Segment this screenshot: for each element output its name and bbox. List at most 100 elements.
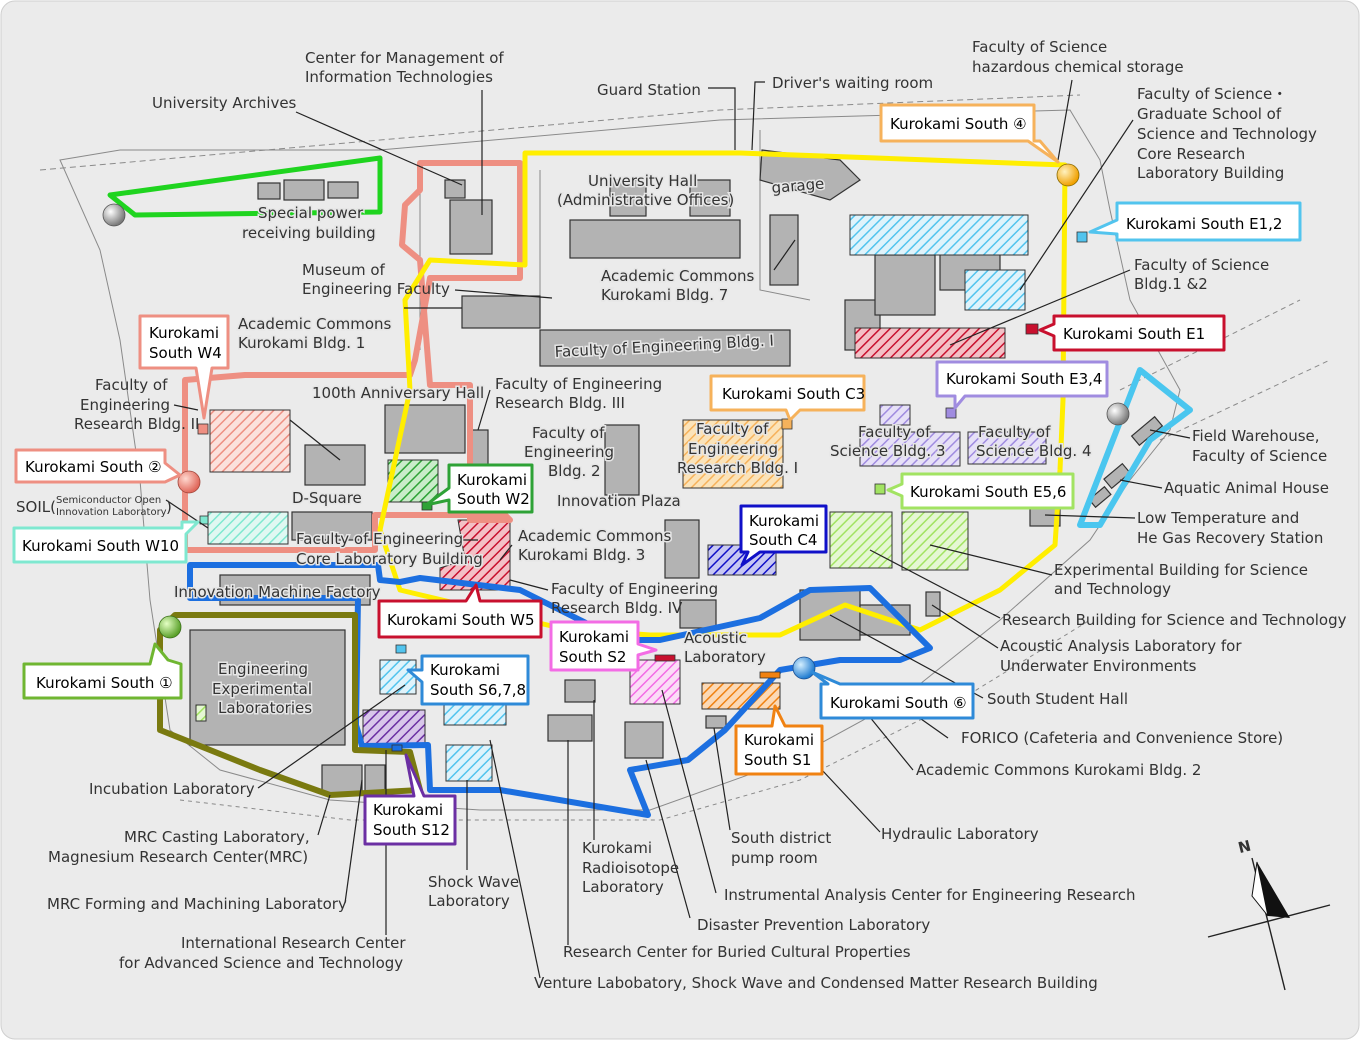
callout-south-c3: Kurokami South C3 [722, 385, 865, 403]
building [689, 179, 731, 217]
building [609, 179, 647, 217]
map-pin-icon [102, 203, 126, 227]
label-acoustic-analysis: Acoustic Analysis Laboratory for [1000, 637, 1242, 655]
label-core-research: Faculty of Science・ [1137, 85, 1287, 103]
label-innovation-plaza: Innovation Plaza [557, 492, 681, 510]
label-acoustic-analysis: Underwater Environments [1000, 657, 1197, 675]
label-eng-research1: Engineering [688, 440, 778, 458]
building [461, 295, 541, 329]
building [364, 764, 386, 794]
label-mrc-casting: MRC Casting Laboratory, [124, 828, 310, 846]
callout-south-s12: Kurokami [373, 801, 443, 819]
salmon-zone [182, 160, 523, 553]
building [705, 715, 727, 729]
label-eng-experimental: Experimental [212, 680, 312, 698]
north-arrow-icon: N [1207, 837, 1331, 991]
label-science-bldg4: Science Bldg. 4 [976, 442, 1092, 460]
building [257, 182, 281, 200]
label-eng-research2: Research Bldg. II [74, 415, 199, 433]
building [1088, 485, 1112, 509]
hatched-building [829, 511, 893, 569]
label-archives: University Archives [152, 94, 297, 112]
label-venture-lab: Venture Labobatory, Shock Wave and Conde… [534, 974, 1098, 992]
hatched-building [362, 709, 426, 745]
callout-south-w4: Kurokami [149, 324, 219, 342]
hatched-building [387, 459, 439, 503]
leader-lines [165, 79, 1191, 979]
label-eng-research2: Engineering [80, 396, 170, 414]
label-eng-bldg2: Bldg. 2 [548, 462, 601, 480]
label-incubation: Incubation Laboratory [89, 780, 255, 798]
label-core-research: Science and Technology [1137, 125, 1317, 143]
label-hazard-storage: hazardous chemical storage [972, 58, 1184, 76]
label-cmit: Center for Management of [305, 49, 504, 67]
building [604, 424, 640, 496]
callout-south-c4: South C4 [749, 531, 817, 549]
label-soil: ) [166, 498, 172, 516]
label-radioisotope: Laboratory [582, 878, 664, 896]
zone-outlines [107, 150, 1193, 818]
label-eng-research1: Research Bldg. I [677, 459, 798, 477]
label-d-square: D-Square [292, 489, 362, 507]
building [291, 511, 373, 541]
label-science-bldg12: Bldg.1 &2 [1134, 275, 1208, 293]
label-radioisotope: Kurokami [582, 839, 652, 857]
blue-zone [187, 562, 933, 818]
callout-south-e1: Kurokami South E1 [1063, 325, 1205, 343]
callout-south-1: Kurokami South ① [36, 674, 173, 692]
label-aquatic-house: Aquatic Animal House [1164, 479, 1329, 497]
building [664, 519, 700, 579]
label-guard-station: Guard Station [597, 81, 701, 99]
label-acoustic-lab: Laboratory [684, 648, 766, 666]
label-science-bldg4: Faculty of [978, 423, 1051, 441]
label-special-power: Special power [258, 204, 364, 222]
place-labels: Center for Management of Information Tec… [16, 38, 1347, 992]
label-drivers-room: Driver's waiting room [772, 74, 933, 92]
callout-south-2: Kurokami South ② [25, 458, 162, 476]
building [539, 329, 791, 367]
label-eng-experimental: Laboratories [218, 699, 312, 717]
map-pin-icon [177, 470, 201, 494]
label-ircast: for Advanced Science and Technology [119, 954, 403, 972]
label-anniversary-hall: 100th Anniversary Hall [312, 384, 484, 402]
building [564, 679, 596, 703]
label-south-student-hall: South Student Hall [987, 690, 1128, 708]
label-hazard-storage: Faculty of Science [972, 38, 1107, 56]
label-rcbcp: Research Center for Buried Cultural Prop… [563, 943, 911, 961]
cyan-zone [1077, 367, 1193, 528]
callout-south-s678: Kurokami [430, 661, 500, 679]
label-eng-research4: Research Bldg. IV [551, 599, 683, 617]
label-science-bldg3: Science Bldg. 3 [830, 442, 946, 460]
label-special-power: receiving building [242, 224, 376, 242]
callout-south-s1: Kurokami [744, 731, 814, 749]
label-acoustic-lab: Acoustic [684, 629, 747, 647]
label-core-research: Core Research [1137, 145, 1245, 163]
label-museum: Engineering Faculty [302, 280, 450, 298]
hatched-building [879, 404, 911, 426]
label-museum: Museum of [302, 261, 386, 279]
label-ac1: Kurokami Bldg. 1 [238, 334, 365, 352]
callout-south-s2: Kurokami [559, 628, 629, 646]
label-forico: FORICO (Cafeteria and Convenience Store) [961, 729, 1283, 747]
highlighted-buildings [195, 214, 1047, 782]
hatched-building [967, 431, 1047, 465]
label-eng-research4: Faculty of Engineering [551, 580, 718, 598]
label-radioisotope: Radioisotope [582, 859, 679, 877]
building [769, 214, 799, 286]
label-core-research: Graduate School of [1137, 105, 1282, 123]
label-ac7: Kurokami Bldg. 7 [601, 286, 728, 304]
yellow-zone [377, 150, 1068, 638]
label-shock-wave: Shock Wave [428, 873, 519, 891]
label-eng-core-lab: Faculty of Engineering [296, 530, 463, 548]
map-pin-icon [1106, 402, 1130, 426]
map-pin-icon [1056, 163, 1080, 187]
hatched-building [849, 214, 1029, 256]
building [569, 219, 741, 259]
label-eng-core-lab: Core Laboratory Building [296, 550, 483, 568]
hatched-building [854, 327, 1006, 359]
map-pins [102, 163, 1130, 680]
label-low-temp: He Gas Recovery Station [1137, 529, 1323, 547]
building [444, 179, 466, 199]
hatched-building [209, 409, 291, 473]
